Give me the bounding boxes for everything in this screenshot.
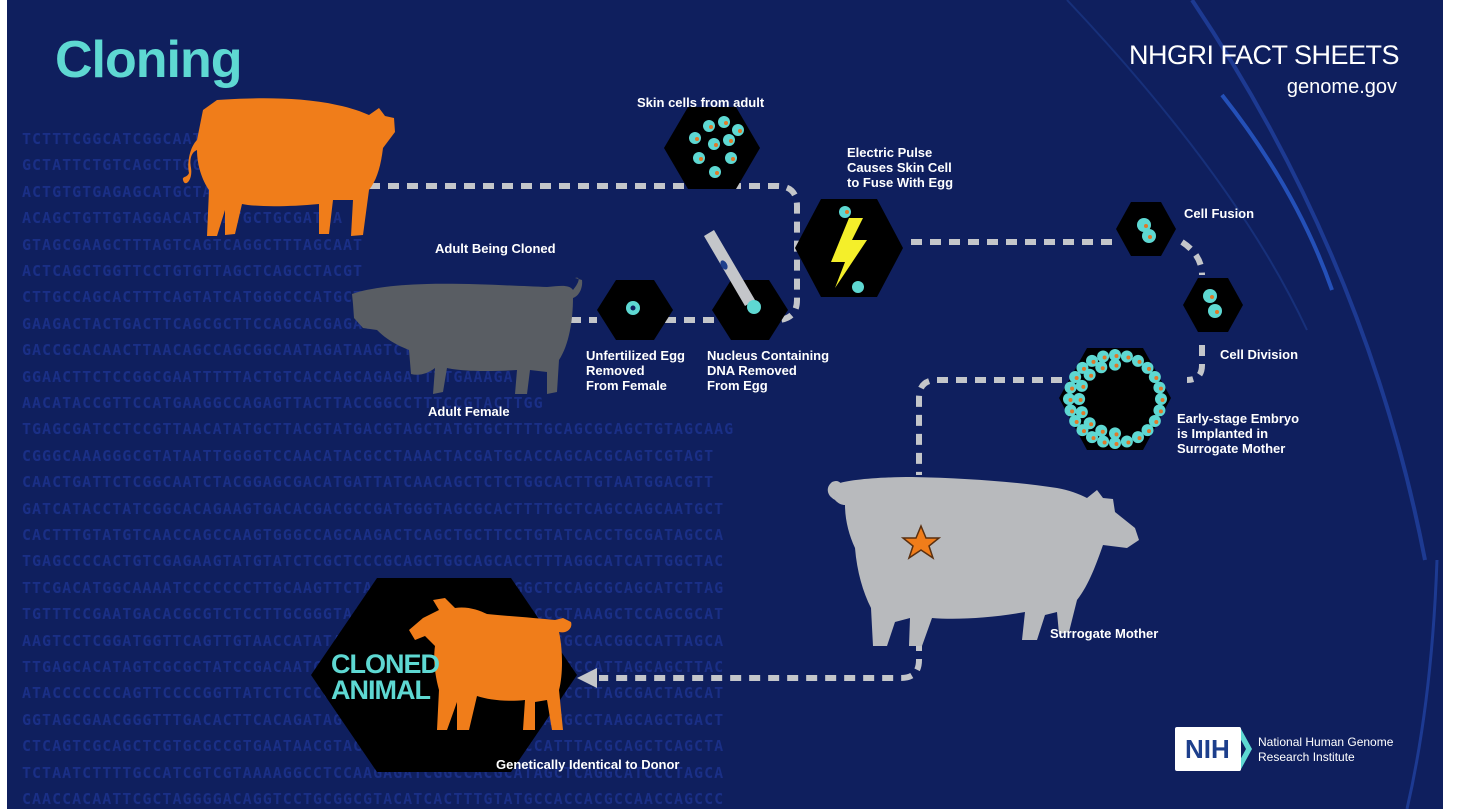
label-adult-female: Adult Female bbox=[428, 404, 510, 419]
label-line: Removed bbox=[586, 363, 685, 378]
cell-icon bbox=[703, 120, 715, 132]
cell-icon bbox=[732, 124, 744, 136]
embryo-cell-nucleus bbox=[1115, 442, 1119, 446]
embryo-cell-nucleus bbox=[1126, 441, 1130, 445]
arc-line-lower bbox=[1407, 560, 1437, 809]
embryo-cell-nucleus bbox=[1089, 374, 1093, 378]
label-line: to Fuse With Egg bbox=[847, 175, 953, 190]
label-adult-cloned: Adult Being Cloned bbox=[435, 241, 556, 256]
label-line: Causes Skin Cell bbox=[847, 160, 953, 175]
label-nucleus: Nucleus Containing DNA Removed From Egg bbox=[707, 348, 829, 393]
label-line: DNA Removed bbox=[707, 363, 829, 378]
embryo-cell-nucleus bbox=[1126, 355, 1130, 359]
embryo-cell-nucleus bbox=[1079, 398, 1083, 402]
embryo-cell-nucleus bbox=[1161, 398, 1165, 402]
embryo-cell-nucleus bbox=[1103, 441, 1107, 445]
label-embryo: Early-stage Embryo is Implanted in Surro… bbox=[1177, 411, 1299, 456]
embryo-cell-nucleus bbox=[1115, 364, 1119, 368]
label-identical: Genetically Identical to Donor bbox=[496, 757, 679, 772]
embryo-cell-nucleus bbox=[1082, 367, 1086, 371]
label-electric-pulse: Electric Pulse Causes Skin Cell to Fuse … bbox=[847, 145, 953, 190]
cell-icon bbox=[689, 132, 701, 144]
embryo-cell-nucleus bbox=[1103, 355, 1107, 359]
label-cloned-animal: CLONED ANIMAL bbox=[331, 651, 451, 703]
embryo-cell-nucleus bbox=[1070, 409, 1074, 413]
cell-icon bbox=[718, 116, 730, 128]
embryo-cell-nucleus bbox=[1075, 420, 1079, 424]
cell-icon bbox=[709, 166, 721, 178]
embryo-cell-nucleus bbox=[1154, 420, 1158, 424]
embryo-cell-nucleus bbox=[1154, 376, 1158, 380]
label-line: ANIMAL bbox=[331, 677, 451, 703]
egg-cell-icon bbox=[626, 301, 640, 315]
label-surrogate: Surrogate Mother bbox=[1050, 626, 1158, 641]
embryo-cell-nucleus bbox=[1089, 422, 1093, 426]
arc-line-bright bbox=[1222, 95, 1332, 290]
cell-icon bbox=[708, 138, 720, 150]
brand-title: NHGRI FACT SHEETS bbox=[1129, 40, 1399, 71]
path-embryo-to-surrogate bbox=[919, 380, 1062, 475]
page-title: Cloning bbox=[55, 30, 242, 90]
cell-icon bbox=[693, 152, 705, 164]
nucleus-cell-icon bbox=[747, 300, 761, 314]
label-line: From Female bbox=[586, 378, 685, 393]
embryo-cell-nucleus bbox=[1138, 436, 1142, 440]
label-line: CLONED bbox=[331, 651, 451, 677]
embryo-cell-nucleus bbox=[1081, 411, 1085, 415]
embryo-cell-nucleus bbox=[1092, 436, 1096, 440]
embryo-cell-nucleus bbox=[1159, 409, 1163, 413]
label-line: Electric Pulse bbox=[847, 145, 953, 160]
label-cell-fusion: Cell Fusion bbox=[1184, 206, 1254, 221]
label-cell-division: Cell Division bbox=[1220, 347, 1298, 362]
institute-line: National Human Genome bbox=[1258, 735, 1393, 750]
embryo-cell-nucleus bbox=[1138, 360, 1142, 364]
embryo-cell-nucleus bbox=[1115, 432, 1119, 436]
embryo-cell-nucleus bbox=[1075, 376, 1079, 380]
label-line: Unfertilized Egg bbox=[586, 348, 685, 363]
embryo-cell-nucleus bbox=[1069, 398, 1073, 402]
cell-nucleus-icon bbox=[845, 210, 849, 214]
embryo-cell-nucleus bbox=[1101, 430, 1105, 434]
label-line: From Egg bbox=[707, 378, 829, 393]
cell-icon bbox=[723, 134, 735, 146]
embryo-cell-nucleus bbox=[1115, 354, 1119, 358]
nih-logo-text: NIH bbox=[1185, 734, 1230, 765]
pig-donor-icon bbox=[183, 98, 395, 236]
cell-icon bbox=[852, 281, 864, 293]
embryo-cell-nucleus bbox=[1092, 360, 1096, 364]
cell-icon bbox=[725, 152, 737, 164]
diagram-graphics bbox=[7, 0, 1443, 809]
website-link[interactable]: genome.gov bbox=[1287, 76, 1397, 99]
embryo-cell-nucleus bbox=[1070, 387, 1074, 391]
label-line: Nucleus Containing bbox=[707, 348, 829, 363]
label-unfertilized-egg: Unfertilized Egg Removed From Female bbox=[586, 348, 685, 393]
embryo-cell-nucleus bbox=[1147, 429, 1151, 433]
pig-female-icon bbox=[352, 278, 582, 394]
embryo-cell-nucleus bbox=[1147, 367, 1151, 371]
path-cellfusion-to-division bbox=[1182, 242, 1202, 275]
arrowhead-icon bbox=[577, 668, 597, 688]
pig-surrogate-icon bbox=[830, 477, 1139, 646]
embryo-cell-nucleus bbox=[1101, 366, 1105, 370]
path-division-to-embryo bbox=[1187, 345, 1202, 380]
institute-name: National Human Genome Research Institute bbox=[1258, 735, 1393, 765]
label-skin-cells: Skin cells from adult bbox=[637, 95, 764, 110]
label-line: Early-stage Embryo bbox=[1177, 411, 1299, 426]
label-line: Surrogate Mother bbox=[1177, 441, 1299, 456]
embryo-cell-nucleus bbox=[1159, 387, 1163, 391]
path-surrogate-to-clone bbox=[599, 640, 919, 678]
institute-line: Research Institute bbox=[1258, 750, 1393, 765]
label-line: is Implanted in bbox=[1177, 426, 1299, 441]
embryo-cell-nucleus bbox=[1082, 429, 1086, 433]
embryo-cell-nucleus bbox=[1081, 385, 1085, 389]
